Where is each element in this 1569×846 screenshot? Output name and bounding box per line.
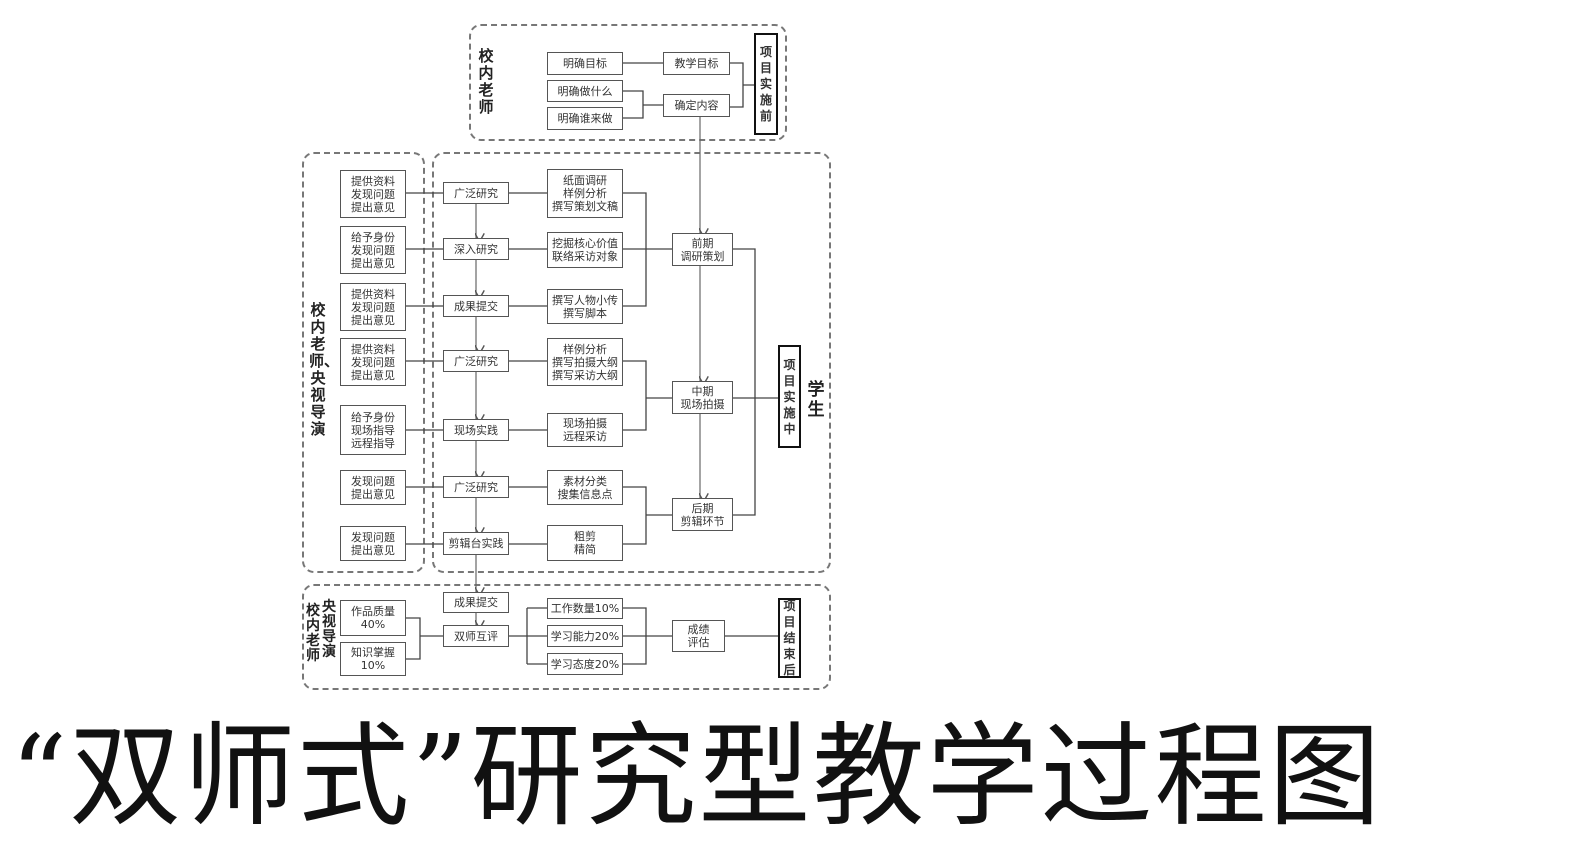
teacher-box: 提供资料 发现问题 提出意见	[340, 170, 406, 218]
task-box: 粗剪 精简	[547, 525, 623, 561]
mid-teacher-group	[302, 152, 425, 573]
box-content: 确定内容	[663, 94, 730, 117]
step-box: 成果提交	[443, 295, 509, 317]
task-box: 素材分类 搜集信息点	[547, 470, 623, 505]
post-group-label-a: 校内老师	[306, 603, 320, 664]
phase-pre: 项目实施前	[754, 33, 778, 135]
box-submit: 成果提交	[443, 592, 509, 613]
teacher-box: 给予身份 发现问题 提出意见	[340, 226, 406, 274]
task-box: 挖掘核心价值 联络采访对象	[547, 232, 623, 268]
box-goal: 明确目标	[547, 52, 623, 75]
pre-group-label: 校内老师	[478, 47, 494, 116]
box-attitude: 学习态度20%	[547, 653, 623, 675]
box-score: 成绩 评估	[672, 620, 725, 652]
teacher-box: 提供资料 发现问题 提出意见	[340, 338, 406, 386]
step-box: 剪辑台实践	[443, 532, 509, 555]
phase-mid: 项目实施中	[778, 345, 801, 448]
stage-late: 后期 剪辑环节	[672, 498, 733, 531]
pre-group	[469, 24, 787, 141]
phase-post-label: 项目结束后	[783, 599, 796, 677]
phase-mid-label: 项目实施中	[783, 357, 796, 436]
task-box: 撰写人物小传 撰写脚本	[547, 289, 623, 324]
diagram-title: “双师式”研究型教学过程图	[10, 712, 1383, 842]
teacher-box: 给予身份 现场指导 远程指导	[340, 405, 406, 455]
step-box: 广泛研究	[443, 476, 509, 498]
box-what: 明确做什么	[547, 80, 623, 102]
box-who: 明确谁来做	[547, 107, 623, 130]
box-teach-goal: 教学目标	[663, 52, 730, 75]
phase-post: 项目结束后	[778, 598, 801, 678]
post-group-label-b: 央视导演	[322, 599, 336, 660]
box-quality: 作品质量 40%	[340, 600, 406, 636]
post-group	[302, 584, 831, 690]
step-box: 深入研究	[443, 238, 509, 260]
stage-early: 前期 调研策划	[672, 233, 733, 266]
step-box: 广泛研究	[443, 350, 509, 372]
step-box: 广泛研究	[443, 182, 509, 204]
teacher-box: 发现问题 提出意见	[340, 470, 406, 505]
mid-teacher-label: 校内老师、央视导演	[309, 301, 340, 438]
stage-middle: 中期 现场拍摄	[672, 381, 733, 414]
mid-student-label: 学生	[807, 380, 825, 420]
task-box: 纸面调研 样例分析 撰写策划文稿	[547, 169, 623, 218]
box-ability: 学习能力20%	[547, 625, 623, 647]
step-box: 现场实践	[443, 419, 509, 441]
teacher-box: 提供资料 发现问题 提出意见	[340, 283, 406, 331]
phase-pre-label: 项目实施前	[759, 45, 772, 123]
box-knowledge: 知识掌握 10%	[340, 642, 406, 676]
mid-student-group	[432, 152, 831, 573]
task-box: 样例分析 撰写拍摄大纲 撰写采访大纲	[547, 338, 623, 386]
teacher-box: 发现问题 提出意见	[340, 526, 406, 561]
task-box: 现场拍摄 远程采访	[547, 413, 623, 447]
box-work: 工作数量10%	[547, 598, 623, 619]
box-review: 双师互评	[443, 625, 509, 647]
